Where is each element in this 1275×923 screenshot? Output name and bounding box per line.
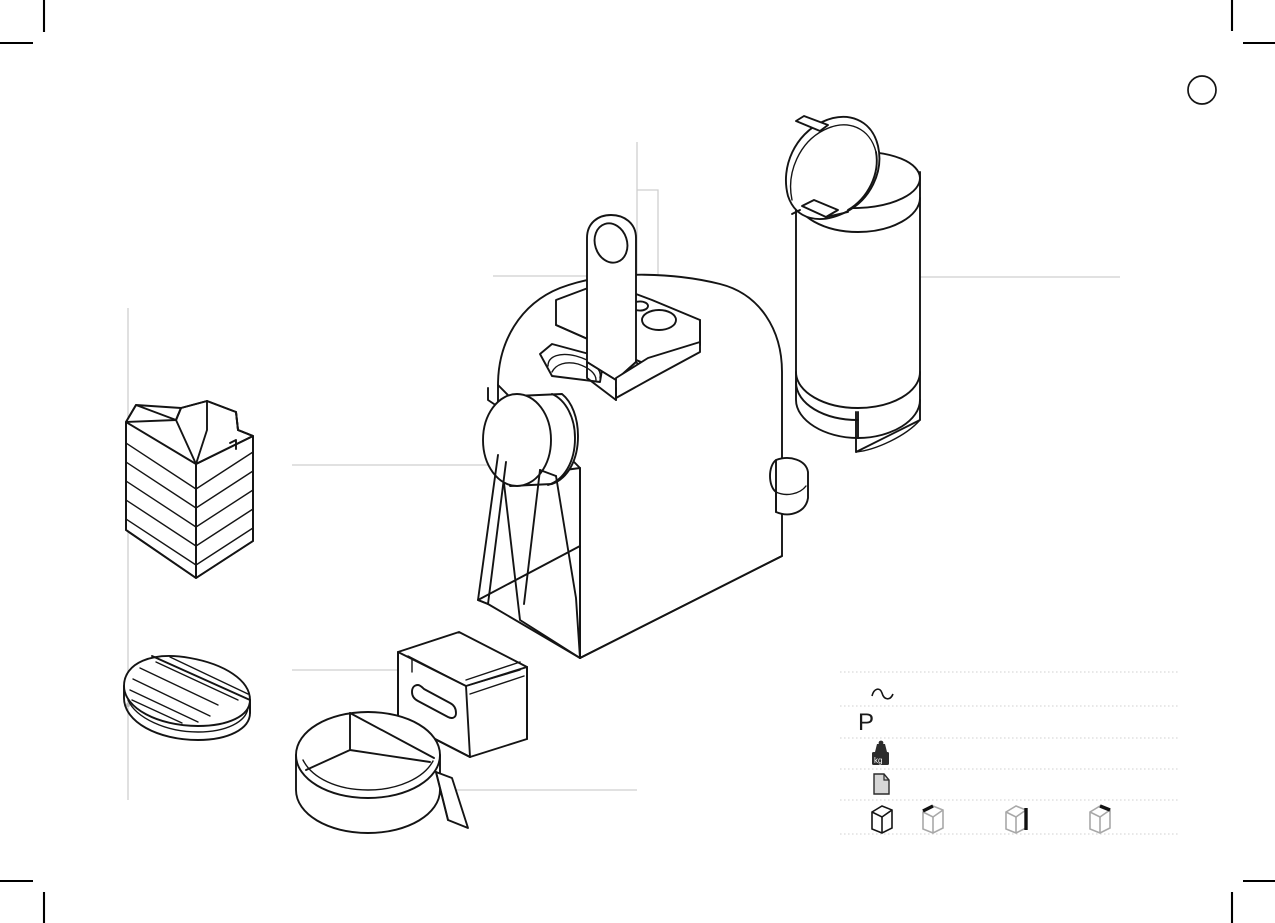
page-circle-marker: [1187, 75, 1217, 105]
box-depth-icon: [1089, 804, 1111, 834]
box-width-icon: [1005, 805, 1028, 834]
power-p-icon: P: [858, 709, 874, 736]
crop-mark-top-left: [0, 0, 46, 45]
weight-kg-icon: kg: [872, 740, 889, 765]
legend-rules: [840, 671, 1178, 835]
svg-text:P: P: [858, 709, 874, 736]
document-page-icon: [873, 773, 890, 795]
crop-mark-bottom-left: [0, 879, 46, 923]
svg-text:kg: kg: [874, 756, 882, 765]
box-height-icon: [922, 804, 944, 834]
ac-sine-wave-icon: [871, 688, 894, 700]
crop-mark-top-right: [1230, 0, 1275, 45]
crop-mark-bottom-right: [1230, 879, 1275, 923]
box-overall-icon: [871, 805, 893, 834]
